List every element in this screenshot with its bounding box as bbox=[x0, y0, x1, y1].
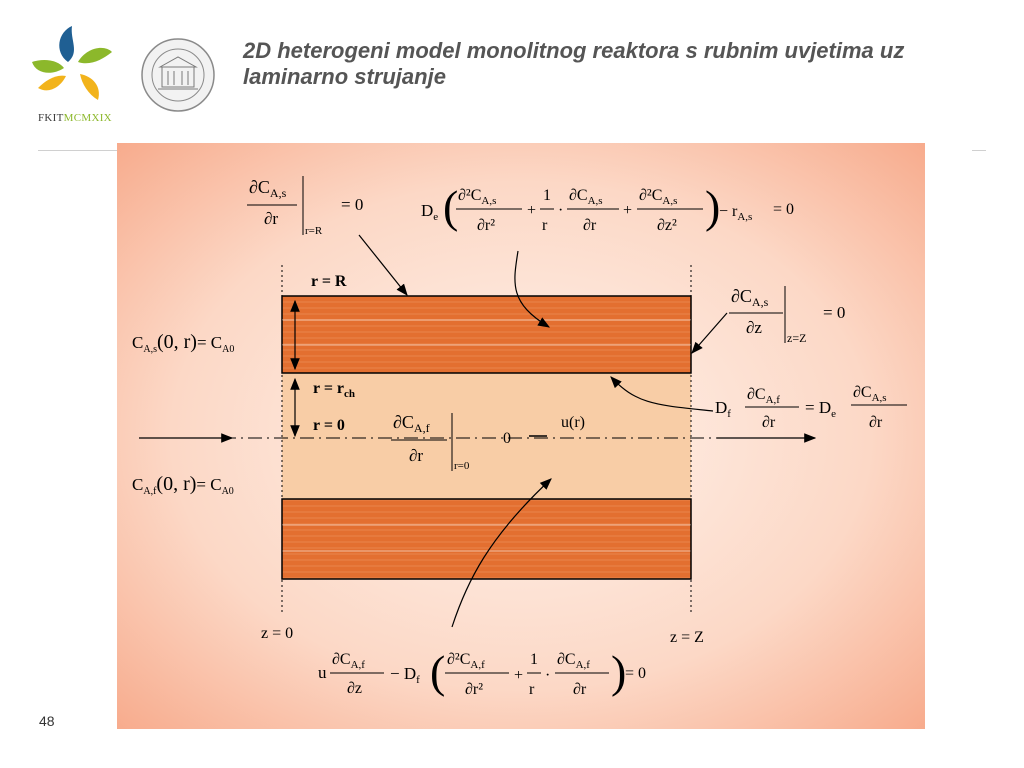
title-divider-left bbox=[38, 150, 118, 151]
equation-solid-pde: De ( ∂²CA,s ∂r² + 1 r · ∂CA,s ∂r + ∂²CA,… bbox=[421, 181, 794, 234]
svg-text:r: r bbox=[542, 217, 548, 234]
label-r-eq-R: r = R bbox=[311, 273, 347, 290]
svg-text:r=0: r=0 bbox=[454, 460, 470, 472]
svg-text:− rA,s: − rA,s bbox=[719, 203, 752, 223]
svg-text:= 0: = 0 bbox=[341, 195, 363, 214]
label-r-eq-rch: r = rch bbox=[313, 380, 355, 400]
svg-text:∂CA,f: ∂CA,f bbox=[747, 386, 780, 406]
svg-text:r=R: r=R bbox=[305, 225, 323, 237]
svg-text:r: r bbox=[529, 681, 535, 698]
svg-text:∂²CA,s: ∂²CA,s bbox=[639, 187, 677, 207]
equation-outlet-bc: ∂CA,s ∂z z=Z = 0 bbox=[729, 286, 845, 345]
svg-text:= 0: = 0 bbox=[625, 665, 646, 682]
svg-text:∂²CA,f: ∂²CA,f bbox=[447, 651, 485, 671]
svg-text:∂r: ∂r bbox=[869, 414, 883, 431]
svg-text:1: 1 bbox=[530, 651, 538, 668]
svg-text:∂r: ∂r bbox=[762, 414, 776, 431]
svg-text:∂z: ∂z bbox=[347, 680, 362, 697]
svg-text:+: + bbox=[527, 202, 536, 219]
svg-text:+: + bbox=[623, 202, 632, 219]
svg-text:= 0: = 0 bbox=[823, 303, 845, 322]
svg-text:∂²CA,s: ∂²CA,s bbox=[458, 187, 496, 207]
svg-text:= 0: = 0 bbox=[773, 201, 794, 218]
logo-petal-yellow-left bbox=[38, 75, 66, 91]
pointer-fluid-pde bbox=[451, 478, 552, 628]
pointer-wall-bc bbox=[358, 234, 408, 296]
label-velocity: u(r) bbox=[561, 414, 585, 431]
label-z-eq-0: z = 0 bbox=[261, 625, 293, 642]
svg-text:∂CA,f: ∂CA,f bbox=[332, 651, 365, 671]
slide-title: 2D heterogeni model monolitnog reaktora … bbox=[243, 38, 905, 89]
svg-text:z=Z: z=Z bbox=[787, 331, 806, 345]
label-r-eq-0: r = 0 bbox=[313, 417, 345, 434]
svg-text:∂r: ∂r bbox=[573, 681, 587, 698]
svg-text:1: 1 bbox=[543, 187, 551, 204]
fkit-logo bbox=[32, 26, 112, 100]
equation-inlet-solid: CA,s(0, r)= CA0 bbox=[132, 331, 234, 355]
svg-text:(: ( bbox=[430, 646, 445, 697]
svg-text:∂r²: ∂r² bbox=[477, 217, 495, 234]
equation-wall-bc: ∂CA,s ∂r r=R = 0 bbox=[247, 176, 363, 237]
fluid-channel bbox=[282, 373, 691, 499]
svg-text:∂CA,f: ∂CA,f bbox=[557, 651, 590, 671]
svg-text:u: u bbox=[318, 663, 327, 682]
label-zero: 0 bbox=[503, 430, 511, 447]
svg-text:∂r: ∂r bbox=[409, 446, 423, 465]
svg-text:∂z: ∂z bbox=[746, 318, 762, 337]
logo-petal-yellow-right bbox=[80, 74, 99, 100]
pointer-solid-pde bbox=[514, 250, 551, 328]
svg-text:∂CA,s: ∂CA,s bbox=[853, 384, 887, 404]
svg-text:∂z²: ∂z² bbox=[657, 217, 677, 234]
svg-text:− Df: − Df bbox=[390, 664, 420, 686]
equation-interface-bc: Df ∂CA,f ∂r = De ∂CA,s ∂r bbox=[715, 384, 907, 431]
svg-text:∂CA,s: ∂CA,s bbox=[731, 286, 769, 309]
svg-text:∂r²: ∂r² bbox=[465, 681, 483, 698]
title-divider-right bbox=[972, 150, 986, 151]
svg-text:∂r: ∂r bbox=[264, 209, 278, 228]
svg-text:= De: = De bbox=[805, 398, 836, 420]
label-z-eq-Z: z = Z bbox=[670, 629, 704, 646]
svg-text:): ) bbox=[705, 181, 720, 232]
svg-text:De: De bbox=[421, 201, 438, 223]
reactor-model-diagram: r = R r = rch r = 0 z = 0 z = Z u(r) 0 ∂… bbox=[117, 143, 925, 729]
svg-text:(: ( bbox=[443, 181, 458, 232]
svg-text:·: · bbox=[558, 202, 563, 219]
university-seal-icon bbox=[141, 38, 215, 112]
logo-petal-blue bbox=[59, 26, 75, 62]
svg-text:∂r: ∂r bbox=[583, 217, 597, 234]
svg-text:·: · bbox=[545, 667, 550, 684]
slide-number: 48 bbox=[39, 713, 55, 729]
svg-text:∂CA,f: ∂CA,f bbox=[393, 412, 430, 435]
svg-text:∂CA,s: ∂CA,s bbox=[249, 177, 287, 200]
equation-fluid-pde: u ∂CA,f ∂z − Df ( ∂²CA,f ∂r² + 1 r · ∂CA… bbox=[318, 646, 646, 698]
svg-text:∂CA,s: ∂CA,s bbox=[569, 187, 603, 207]
svg-text:+: + bbox=[514, 667, 523, 684]
logo-petal-green-right bbox=[78, 47, 112, 64]
catalyst-wall-bottom bbox=[281, 498, 692, 580]
svg-text:Df: Df bbox=[715, 398, 731, 420]
equation-symmetry-bc: ∂CA,f ∂r r=0 bbox=[391, 412, 470, 472]
pointer-interface-bc bbox=[610, 376, 714, 412]
logo-petal-green-left bbox=[32, 60, 64, 73]
equation-inlet-fluid: CA,f(0, r)= CA0 bbox=[132, 473, 234, 497]
logo-wordmark: FKITMCMXIX bbox=[38, 112, 112, 124]
svg-text:): ) bbox=[611, 646, 626, 697]
catalyst-wall-top bbox=[281, 295, 692, 374]
pointer-outlet-bc bbox=[691, 312, 728, 354]
